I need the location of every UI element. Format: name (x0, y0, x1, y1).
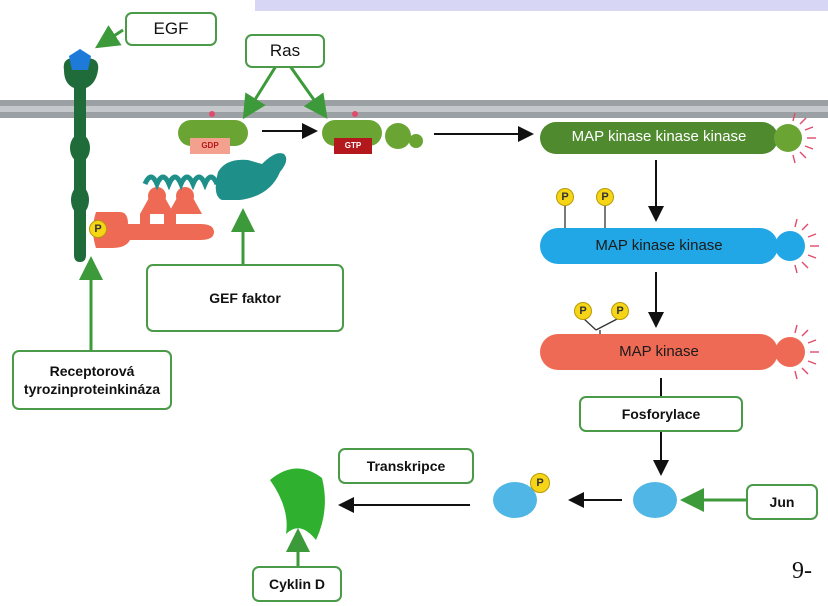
gdp-label: GDP (201, 141, 219, 150)
mapk-label: MAP kinase (619, 343, 699, 360)
phosphate-mapkk-2: P (596, 188, 614, 206)
jun-callout: Jun (746, 484, 818, 520)
cyklin-callout: Cyklin D (252, 566, 342, 602)
phosphate-mapkk-1: P (556, 188, 574, 206)
ras-gdp (178, 111, 248, 154)
mapkkk-protein (540, 112, 816, 164)
receptor-tyrosine-kinase (63, 49, 99, 262)
phosphate-mapk-2: P (611, 302, 629, 320)
receptor-label-line2: tyrozinproteinkináza (23, 381, 161, 397)
phosphate-jun: P (530, 473, 550, 493)
gtp-label: GTP (344, 141, 362, 150)
gef-callout: GEF faktor (146, 264, 344, 332)
receptor-callout: Receptorová tyrozinproteinkináza (12, 350, 172, 410)
adaptor-protein (93, 187, 214, 248)
phosphate-receptor: P (89, 220, 107, 238)
cyklin-d-protein (270, 468, 325, 540)
ras-callout: Ras (245, 34, 325, 68)
mapk-protein (540, 317, 819, 380)
transkripce-callout: Transkripce (338, 448, 474, 484)
jun-phospho-protein (493, 482, 537, 518)
phosphate-mapk-1: P (574, 302, 592, 320)
egf-callout: EGF (125, 12, 217, 46)
ras-gtp (322, 111, 423, 154)
receptor-label-line1: Receptorová (49, 363, 135, 379)
jun-protein (633, 482, 677, 518)
mapkk-label: MAP kinase kinase (595, 237, 723, 254)
header-band (255, 0, 828, 11)
mapkk-protein (540, 203, 819, 274)
slide-number: 9- (792, 558, 812, 584)
fosforylace-callout: Fosforylace (579, 396, 743, 432)
mapkkk-label: MAP kinase kinase kinase (571, 128, 747, 145)
gef-protein (142, 153, 287, 200)
egf-ligand (69, 49, 91, 70)
